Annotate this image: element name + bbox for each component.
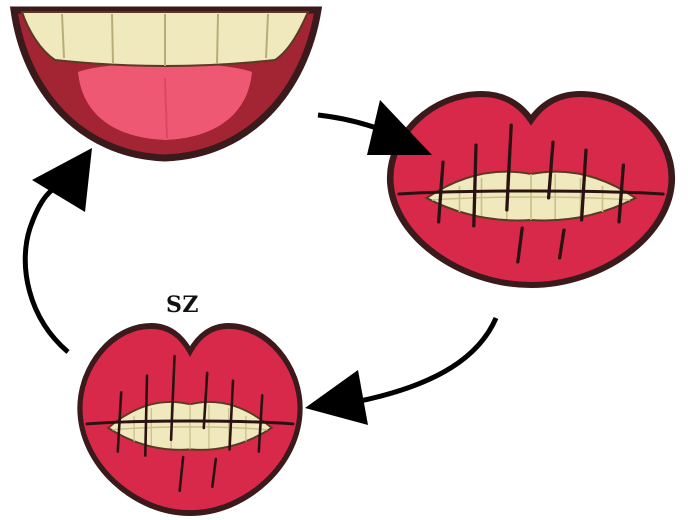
sz-label: SZ xyxy=(166,292,199,318)
open-mouth-icon xyxy=(14,10,318,158)
arrow-bottom-to-top xyxy=(25,148,92,352)
arrow-right-to-bottom xyxy=(305,318,496,425)
lips-teeth-icon-bottom xyxy=(80,326,300,513)
lips-teeth-icon-right xyxy=(390,94,672,285)
